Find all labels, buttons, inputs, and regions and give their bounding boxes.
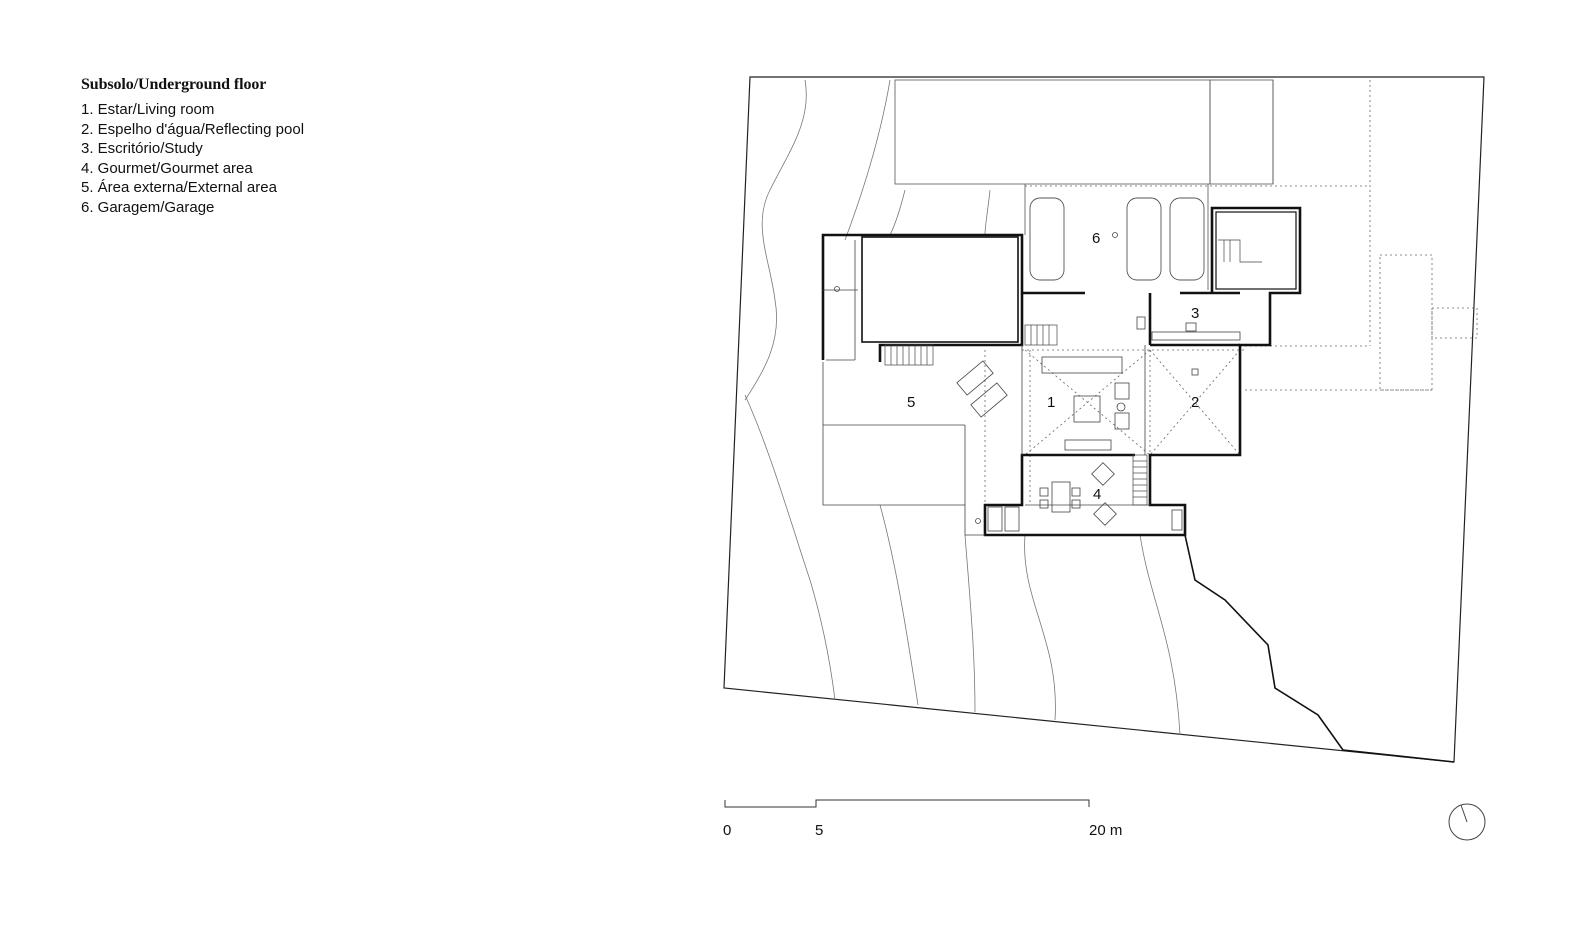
room-label-6: 6 bbox=[1092, 230, 1100, 247]
room-label-5: 5 bbox=[907, 394, 915, 411]
terrain-contours bbox=[744, 79, 1181, 736]
projection-lines bbox=[984, 80, 1478, 505]
scale-label-5: 5 bbox=[815, 822, 823, 839]
stairs bbox=[884, 239, 1262, 506]
legend-list: 1. Estar/Living room 2. Espelho d'água/R… bbox=[81, 100, 501, 218]
legend-item-reflecting-pool: 2. Espelho d'água/Reflecting pool bbox=[81, 120, 305, 138]
building-walls bbox=[821, 206, 1302, 537]
legend-item-gourmet-area: 4. Gourmet/Gourmet area bbox=[81, 159, 253, 177]
legend-title: Subsolo/Underground floor bbox=[81, 76, 267, 93]
north-arrow-icon bbox=[1448, 803, 1486, 841]
slope-edge bbox=[1184, 534, 1455, 763]
scale-label-0: 0 bbox=[723, 822, 731, 839]
room-labels: 1 2 3 4 5 6 bbox=[907, 230, 1199, 503]
room-label-1: 1 bbox=[1047, 394, 1055, 411]
furniture bbox=[834, 232, 1241, 532]
room-label-3: 3 bbox=[1191, 305, 1199, 322]
room-label-4: 4 bbox=[1093, 486, 1101, 503]
site-boundary bbox=[723, 76, 1485, 763]
legend-item-living-room: 1. Estar/Living room bbox=[81, 101, 215, 118]
legend: Subsolo/Underground floor 1. Estar/Livin… bbox=[81, 76, 501, 218]
interior-lines bbox=[822, 240, 1150, 536]
legend-item-garage: 6. Garagem/Garage bbox=[81, 198, 215, 216]
room-label-2: 2 bbox=[1191, 394, 1199, 411]
upper-level-outline bbox=[894, 79, 1274, 290]
legend-item-study: 3. Escritório/Study bbox=[81, 140, 203, 158]
garage-cars bbox=[1029, 197, 1205, 281]
scale-label-20: 20 m bbox=[1089, 822, 1122, 839]
scale-bar bbox=[724, 799, 1090, 808]
legend-item-external-area: 5. Área externa/External area bbox=[81, 179, 277, 197]
